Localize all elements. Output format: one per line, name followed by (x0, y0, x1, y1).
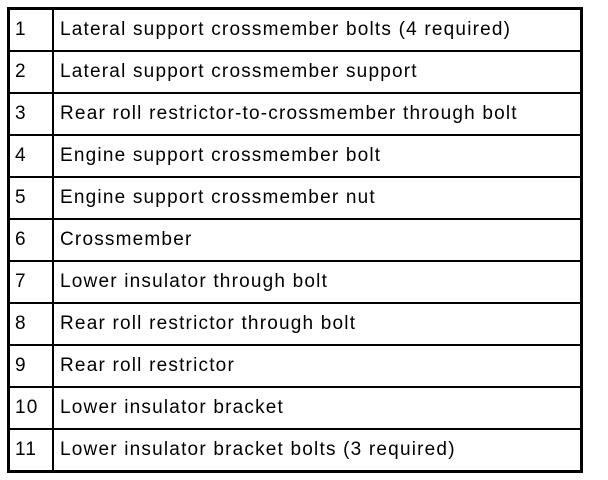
row-description: Lower insulator through bolt (52, 260, 583, 304)
row-description: Rear roll restrictor (52, 344, 583, 388)
table-row: 2 Lateral support crossmember support (7, 50, 583, 94)
table-row: 11 Lower insulator bracket bolts (3 requ… (7, 428, 583, 473)
row-description: Lateral support crossmember bolts (4 req… (52, 7, 583, 52)
row-description: Lower insulator bracket (52, 386, 583, 430)
table-row: 4 Engine support crossmember bolt (7, 134, 583, 178)
row-description: Engine support crossmember nut (52, 176, 583, 220)
table-row: 1 Lateral support crossmember bolts (4 r… (7, 7, 583, 52)
table-row: 9 Rear roll restrictor (7, 344, 583, 388)
parts-legend-table: 1 Lateral support crossmember bolts (4 r… (7, 7, 583, 473)
table-row: 6 Crossmember (7, 218, 583, 262)
row-description: Crossmember (52, 218, 583, 262)
row-number: 8 (7, 302, 54, 346)
table-row: 10 Lower insulator bracket (7, 386, 583, 430)
row-description: Rear roll restrictor through bolt (52, 302, 583, 346)
row-description: Rear roll restrictor-to-crossmember thro… (52, 92, 583, 136)
table-row: 8 Rear roll restrictor through bolt (7, 302, 583, 346)
row-number: 11 (7, 428, 54, 473)
table-row: 7 Lower insulator through bolt (7, 260, 583, 304)
row-number: 6 (7, 218, 54, 262)
row-number: 1 (7, 7, 54, 52)
row-number: 9 (7, 344, 54, 388)
row-description: Engine support crossmember bolt (52, 134, 583, 178)
table-row: 5 Engine support crossmember nut (7, 176, 583, 220)
row-number: 10 (7, 386, 54, 430)
row-number: 3 (7, 92, 54, 136)
row-number: 7 (7, 260, 54, 304)
parts-table-body: 1 Lateral support crossmember bolts (4 r… (7, 7, 583, 473)
row-description: Lateral support crossmember support (52, 50, 583, 94)
row-description: Lower insulator bracket bolts (3 require… (52, 428, 583, 473)
table-row: 3 Rear roll restrictor-to-crossmember th… (7, 92, 583, 136)
row-number: 4 (7, 134, 54, 178)
row-number: 2 (7, 50, 54, 94)
row-number: 5 (7, 176, 54, 220)
